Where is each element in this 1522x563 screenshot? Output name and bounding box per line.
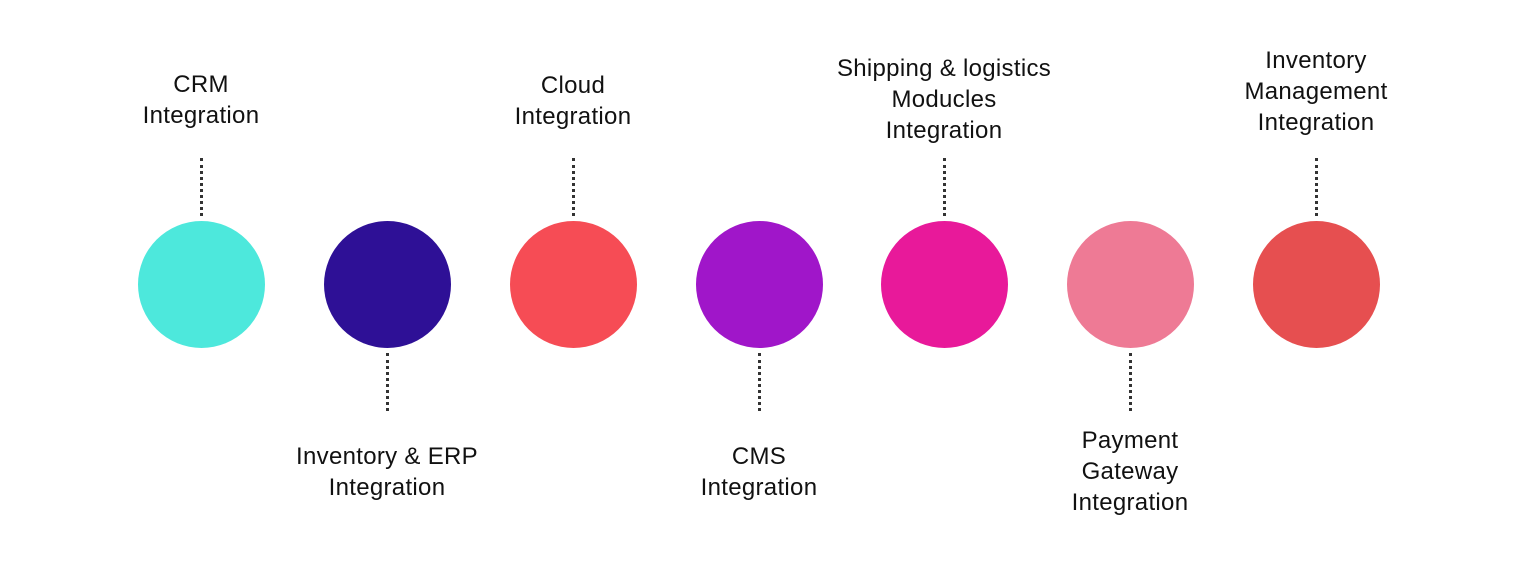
cms-label-line: CMS <box>731 443 787 470</box>
payment-circle <box>1066 221 1194 348</box>
cloud-circle <box>509 221 637 348</box>
cms-label-line: Integration <box>700 474 818 501</box>
inventory-erp-circle <box>323 221 451 348</box>
payment-connector <box>1129 353 1132 411</box>
crm-label: CRM Integration <box>51 69 351 131</box>
shipping-label-line: Integration <box>885 117 1003 144</box>
shipping-label-line: Shipping & logistics <box>836 55 1052 82</box>
cms-circle <box>695 221 823 348</box>
payment-label-line: Integration <box>1071 489 1189 516</box>
inventory-erp-label: Inventory & ERP Integration <box>237 441 537 503</box>
payment-label-line: Gateway <box>1081 458 1179 485</box>
shipping-label-line: Moducles <box>891 86 997 113</box>
shipping-connector <box>943 158 946 216</box>
crm-label-line: CRM <box>173 71 229 98</box>
payment-label-line: Payment <box>1081 427 1179 454</box>
cloud-label-line: Cloud <box>540 72 606 99</box>
crm-circle <box>137 221 265 348</box>
crm-connector <box>200 158 203 216</box>
shipping-circle <box>880 221 1008 348</box>
inventory-management-circle <box>1252 221 1380 348</box>
cloud-label-line: Integration <box>514 103 632 130</box>
inventory-management-label-line: Integration <box>1257 109 1375 136</box>
inventory-erp-label-line: Inventory & ERP <box>296 443 478 470</box>
inventory-erp-label-line: Integration <box>328 474 446 501</box>
cms-connector <box>758 353 761 411</box>
inventory-management-label-line: Inventory <box>1265 47 1367 74</box>
inventory-erp-connector <box>386 353 389 411</box>
cms-label: CMS Integration <box>609 441 909 503</box>
inventory-management-connector <box>1315 158 1318 216</box>
crm-label-line: Integration <box>142 102 260 129</box>
inventory-management-label-line: Management <box>1244 78 1388 105</box>
cloud-connector <box>572 158 575 216</box>
